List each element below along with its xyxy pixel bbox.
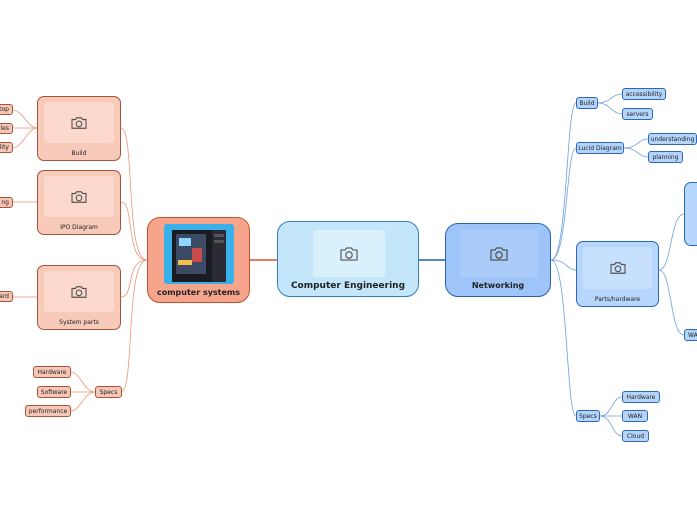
networking-image-placeholder bbox=[460, 230, 538, 278]
lucid-diagram-node[interactable]: Lucid Diagram bbox=[576, 142, 624, 154]
parts-hardware-card[interactable]: Parts/hardware bbox=[576, 241, 659, 307]
parts-child-node[interactable]: WA bbox=[684, 329, 697, 341]
build-child-node-right[interactable]: servers bbox=[622, 108, 653, 120]
ipo-image-placeholder bbox=[44, 176, 114, 217]
central-image-placeholder bbox=[313, 230, 385, 277]
ipo-diagram-card[interactable]: IPO Diagram bbox=[37, 170, 121, 235]
computer-systems-topic[interactable]: computer systems bbox=[147, 217, 250, 303]
build-node-right[interactable]: Build bbox=[576, 97, 598, 109]
build-image-placeholder bbox=[44, 102, 114, 143]
parts-hardware-label: Parts/hardware bbox=[594, 296, 641, 303]
camera-icon bbox=[71, 285, 87, 298]
central-topic[interactable]: Computer Engineering bbox=[277, 221, 419, 297]
central-topic-label: Computer Engineering bbox=[290, 281, 406, 291]
system-parts-label: System parts bbox=[59, 319, 99, 326]
camera-icon bbox=[340, 246, 358, 261]
lucid-child-node[interactable]: planning bbox=[648, 151, 683, 163]
specs-child-node[interactable]: performance bbox=[25, 405, 71, 417]
specs-child-node-right[interactable]: Hardware bbox=[622, 391, 660, 403]
camera-icon bbox=[490, 247, 508, 261]
lucid-child-node[interactable]: understanding bbox=[648, 133, 697, 145]
system-parts-child-node[interactable]: ard bbox=[0, 291, 13, 302]
networking-label: Networking bbox=[471, 281, 525, 290]
system-parts-image-placeholder bbox=[44, 271, 114, 312]
build-label: Build bbox=[71, 150, 87, 157]
build-child-node[interactable]: lity bbox=[0, 142, 13, 153]
build-card[interactable]: Build bbox=[37, 96, 121, 161]
ipo-diagram-label: IPO Diagram bbox=[60, 224, 98, 231]
system-parts-card[interactable]: System parts bbox=[37, 265, 121, 330]
ipo-child-node[interactable]: ng bbox=[0, 197, 13, 208]
specs-node-left[interactable]: Specs bbox=[95, 386, 122, 398]
specs-child-node[interactable]: Software bbox=[37, 386, 71, 398]
computer-case-photo bbox=[164, 224, 234, 284]
computer-systems-label: computer systems bbox=[156, 288, 241, 297]
networking-topic[interactable]: Networking bbox=[445, 223, 551, 297]
specs-child-node-right[interactable]: Cloud bbox=[622, 430, 649, 442]
build-child-node[interactable]: top bbox=[0, 104, 13, 115]
specs-child-node-right[interactable]: WAN bbox=[622, 410, 648, 422]
build-child-node[interactable]: les bbox=[0, 123, 13, 134]
parts-child-card[interactable] bbox=[684, 182, 697, 246]
specs-child-node[interactable]: Hardware bbox=[33, 366, 71, 378]
parts-image-placeholder bbox=[583, 247, 652, 289]
camera-icon bbox=[609, 262, 626, 274]
build-child-node-right[interactable]: accessibility bbox=[622, 88, 666, 100]
specs-node-right[interactable]: Specs bbox=[576, 410, 600, 422]
camera-icon bbox=[71, 190, 87, 203]
camera-icon bbox=[71, 116, 87, 129]
